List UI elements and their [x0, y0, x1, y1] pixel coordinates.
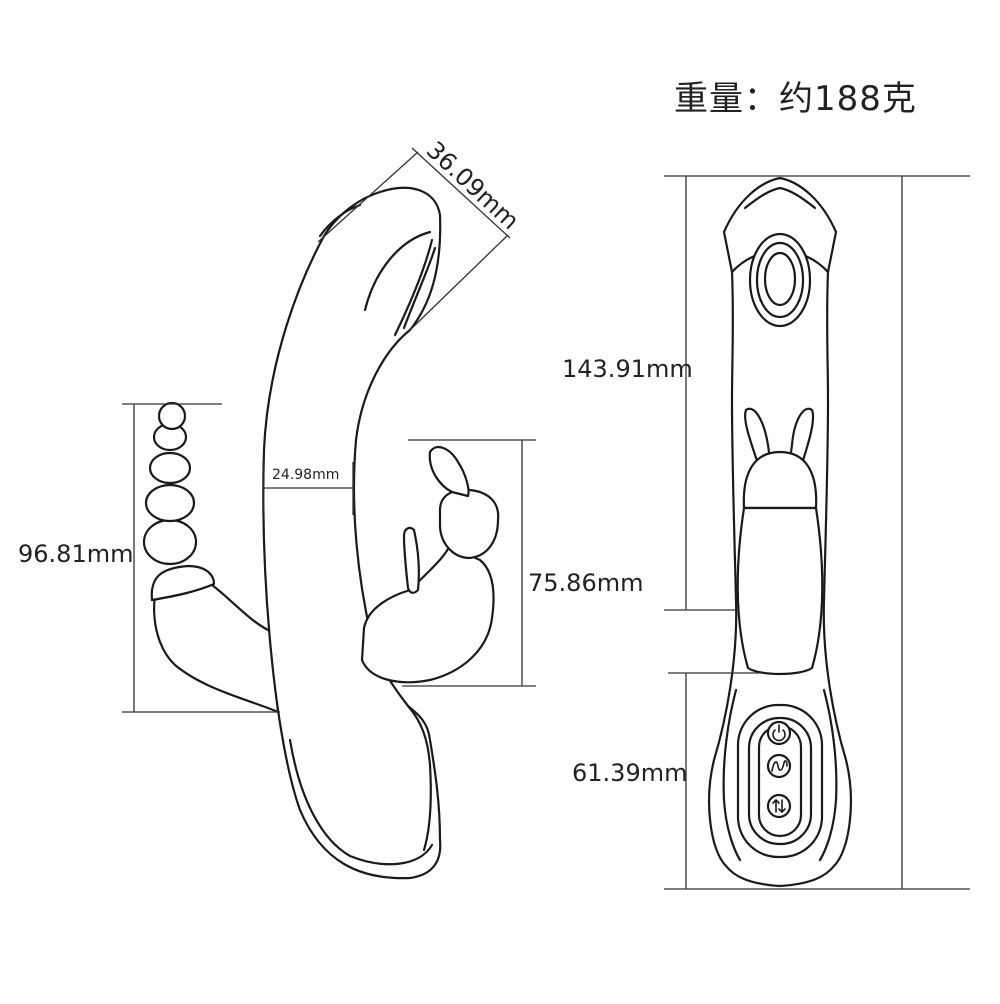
dimension-rabbit: 75.86mm	[402, 439, 643, 687]
suction-inner	[763, 251, 797, 307]
dimension-handle: 61.39mm	[572, 672, 760, 889]
total-length-label: 143.91mm	[562, 355, 693, 383]
rabbit-arm	[360, 445, 500, 684]
dimension-total: 143.91mm	[562, 175, 970, 890]
main-shaft	[262, 186, 442, 880]
handle-length-label: 61.39mm	[572, 759, 687, 787]
arrows-icon[interactable]	[766, 793, 792, 819]
power-icon[interactable]	[766, 720, 792, 746]
dimension-shaft: 24.98mm	[262, 462, 354, 515]
beads-length-label: 96.81mm	[18, 540, 133, 568]
dimension-beads: 96.81mm	[18, 403, 280, 713]
weight-title: 重量：约188克	[674, 79, 917, 119]
front-view	[708, 176, 852, 888]
beads-arm	[142, 401, 280, 714]
shaft-width-label: 24.98mm	[272, 467, 339, 483]
rabbit-length-label: 75.86mm	[528, 569, 643, 597]
wave-icon[interactable]	[766, 753, 792, 779]
